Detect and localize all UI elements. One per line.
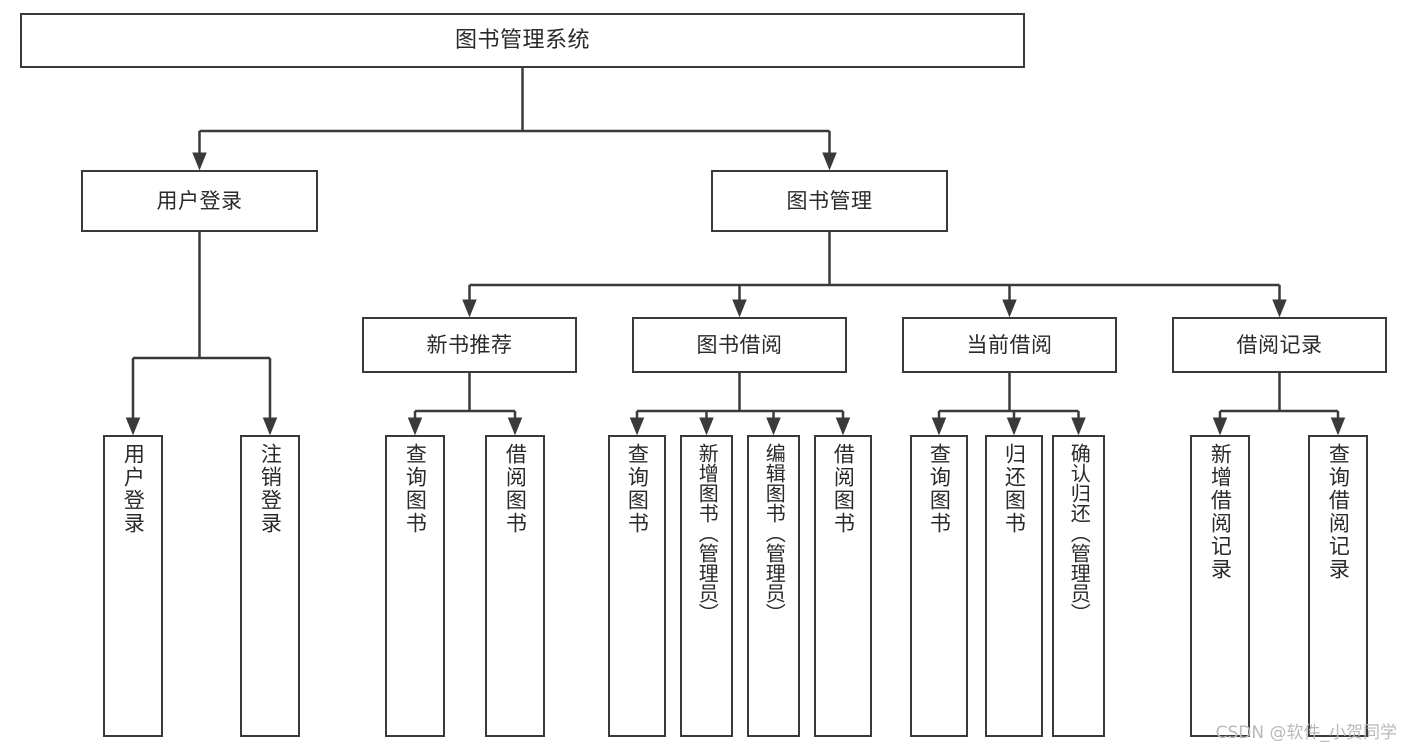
node-label: 新书推荐	[426, 332, 513, 357]
node-label: 图书管理系统	[454, 27, 590, 53]
node-leaf-nb-query[interactable]: 查询图书	[385, 435, 445, 737]
node-leaf-cu-return[interactable]: 归还图书	[985, 435, 1043, 737]
node-root[interactable]: 图书管理系统	[20, 13, 1025, 68]
node-label: 新增借阅记录	[1208, 443, 1233, 581]
node-current[interactable]: 当前借阅	[902, 317, 1117, 373]
node-label: 查询图书	[625, 443, 650, 535]
node-leaf-bo-borrow[interactable]: 借阅图书	[814, 435, 872, 737]
node-newbook[interactable]: 新书推荐	[362, 317, 577, 373]
node-label: 借阅图书	[831, 443, 856, 535]
node-borrow[interactable]: 图书借阅	[632, 317, 847, 373]
node-label: 当前借阅	[966, 332, 1053, 357]
node-label: 注销登录	[258, 443, 283, 535]
node-label: 查询图书	[927, 443, 952, 535]
node-leaf-bo-edit[interactable]: 编辑图书（管理员）	[747, 435, 800, 737]
node-label: 确认归还（管理员）	[1067, 443, 1092, 623]
node-label: 图书管理	[786, 188, 873, 213]
node-label: 图书借阅	[696, 332, 783, 357]
node-leaf-nb-borrow[interactable]: 借阅图书	[485, 435, 545, 737]
node-leaf-cu-confirm[interactable]: 确认归还（管理员）	[1052, 435, 1105, 737]
node-label: 查询图书	[403, 443, 428, 535]
node-label: 查询借阅记录	[1326, 443, 1351, 581]
node-leaf-cu-query[interactable]: 查询图书	[910, 435, 968, 737]
node-leaf-user-login[interactable]: 用户登录	[103, 435, 163, 737]
node-leaf-re-add[interactable]: 新增借阅记录	[1190, 435, 1250, 737]
node-label: 借阅图书	[503, 443, 528, 535]
node-leaf-bo-add[interactable]: 新增图书（管理员）	[680, 435, 733, 737]
node-bookmgmt[interactable]: 图书管理	[711, 170, 948, 232]
node-records[interactable]: 借阅记录	[1172, 317, 1387, 373]
node-label: 编辑图书（管理员）	[762, 443, 787, 623]
node-label: 新增图书（管理员）	[695, 443, 720, 623]
node-label: 用户登录	[121, 443, 146, 535]
watermark-label: CSDN @软件_小贺同学	[1215, 723, 1397, 743]
node-leaf-bo-query[interactable]: 查询图书	[608, 435, 666, 737]
node-label: 用户登录	[156, 188, 243, 213]
node-leaf-user-logout[interactable]: 注销登录	[240, 435, 300, 737]
node-label: 归还图书	[1002, 443, 1027, 535]
node-leaf-re-query[interactable]: 查询借阅记录	[1308, 435, 1368, 737]
node-login[interactable]: 用户登录	[81, 170, 318, 232]
node-label: 借阅记录	[1236, 332, 1323, 357]
